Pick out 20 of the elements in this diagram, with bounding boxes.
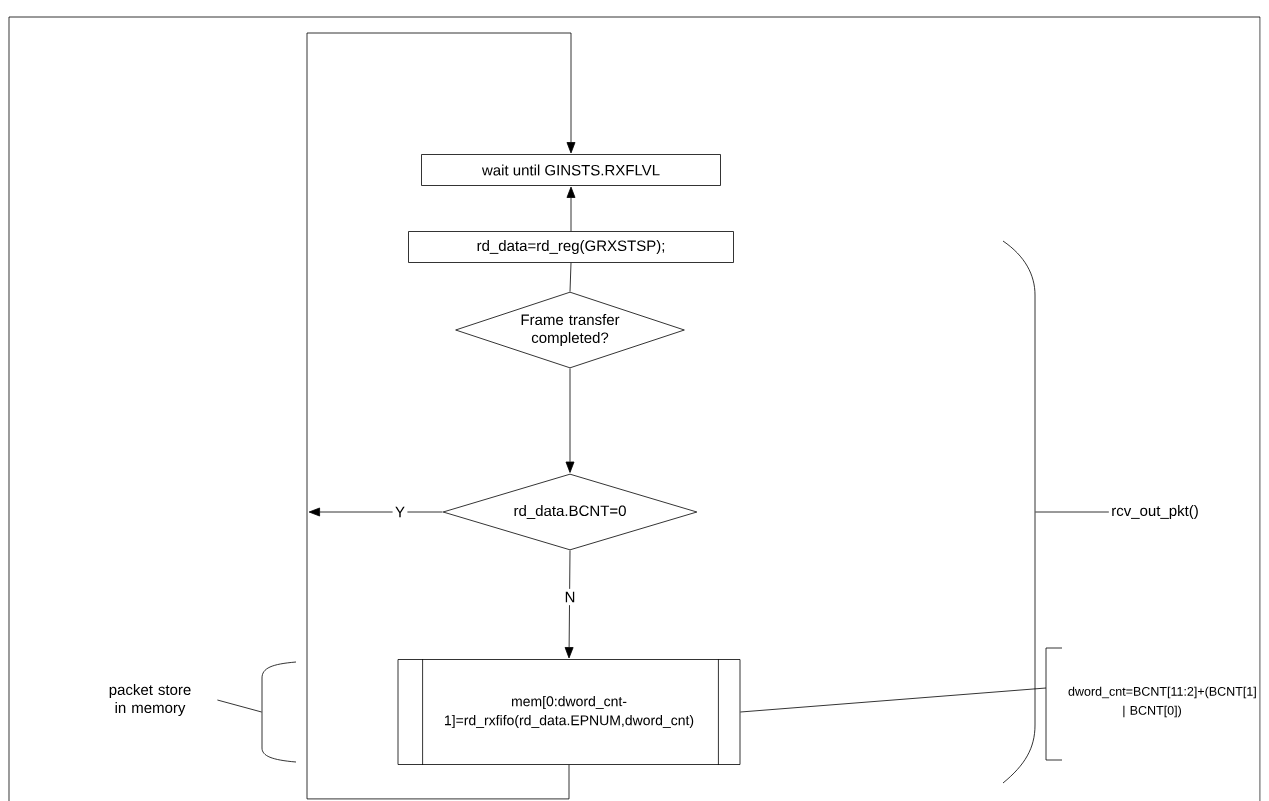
arrow — [565, 368, 575, 473]
annotation-text: rcv_out_pkt() — [1112, 505, 1198, 519]
leader-line — [740, 687, 1047, 713]
process-box: rd_data=rd_reg(GRXSTSP); — [408, 231, 734, 263]
branch-text: Y — [395, 506, 405, 518]
arrow — [308, 507, 393, 517]
annotation-text: packet store in memory — [109, 684, 191, 716]
subprocess-box: mem[0:dword_cnt-1]=rd_rxfifo(rd_data.EPNUM,dword_cnt) — [397, 658, 741, 766]
leader-line — [217, 699, 262, 713]
connector-line — [407, 511, 443, 513]
leader-line — [1035, 511, 1110, 513]
process-box: wait until GINSTS.RXFLVL — [421, 154, 721, 186]
arrow — [566, 186, 576, 232]
arrow — [564, 550, 574, 659]
annotation-text: dword_cnt=BCNT[11:2]+(BCNT[1] | BCNT[0]) — [1045, 647, 1256, 761]
edge-label: N — [561, 588, 579, 606]
bracket — [1002, 240, 1036, 784]
connector-line — [569, 262, 572, 292]
arrow — [306, 32, 576, 800]
bracket — [261, 661, 297, 763]
